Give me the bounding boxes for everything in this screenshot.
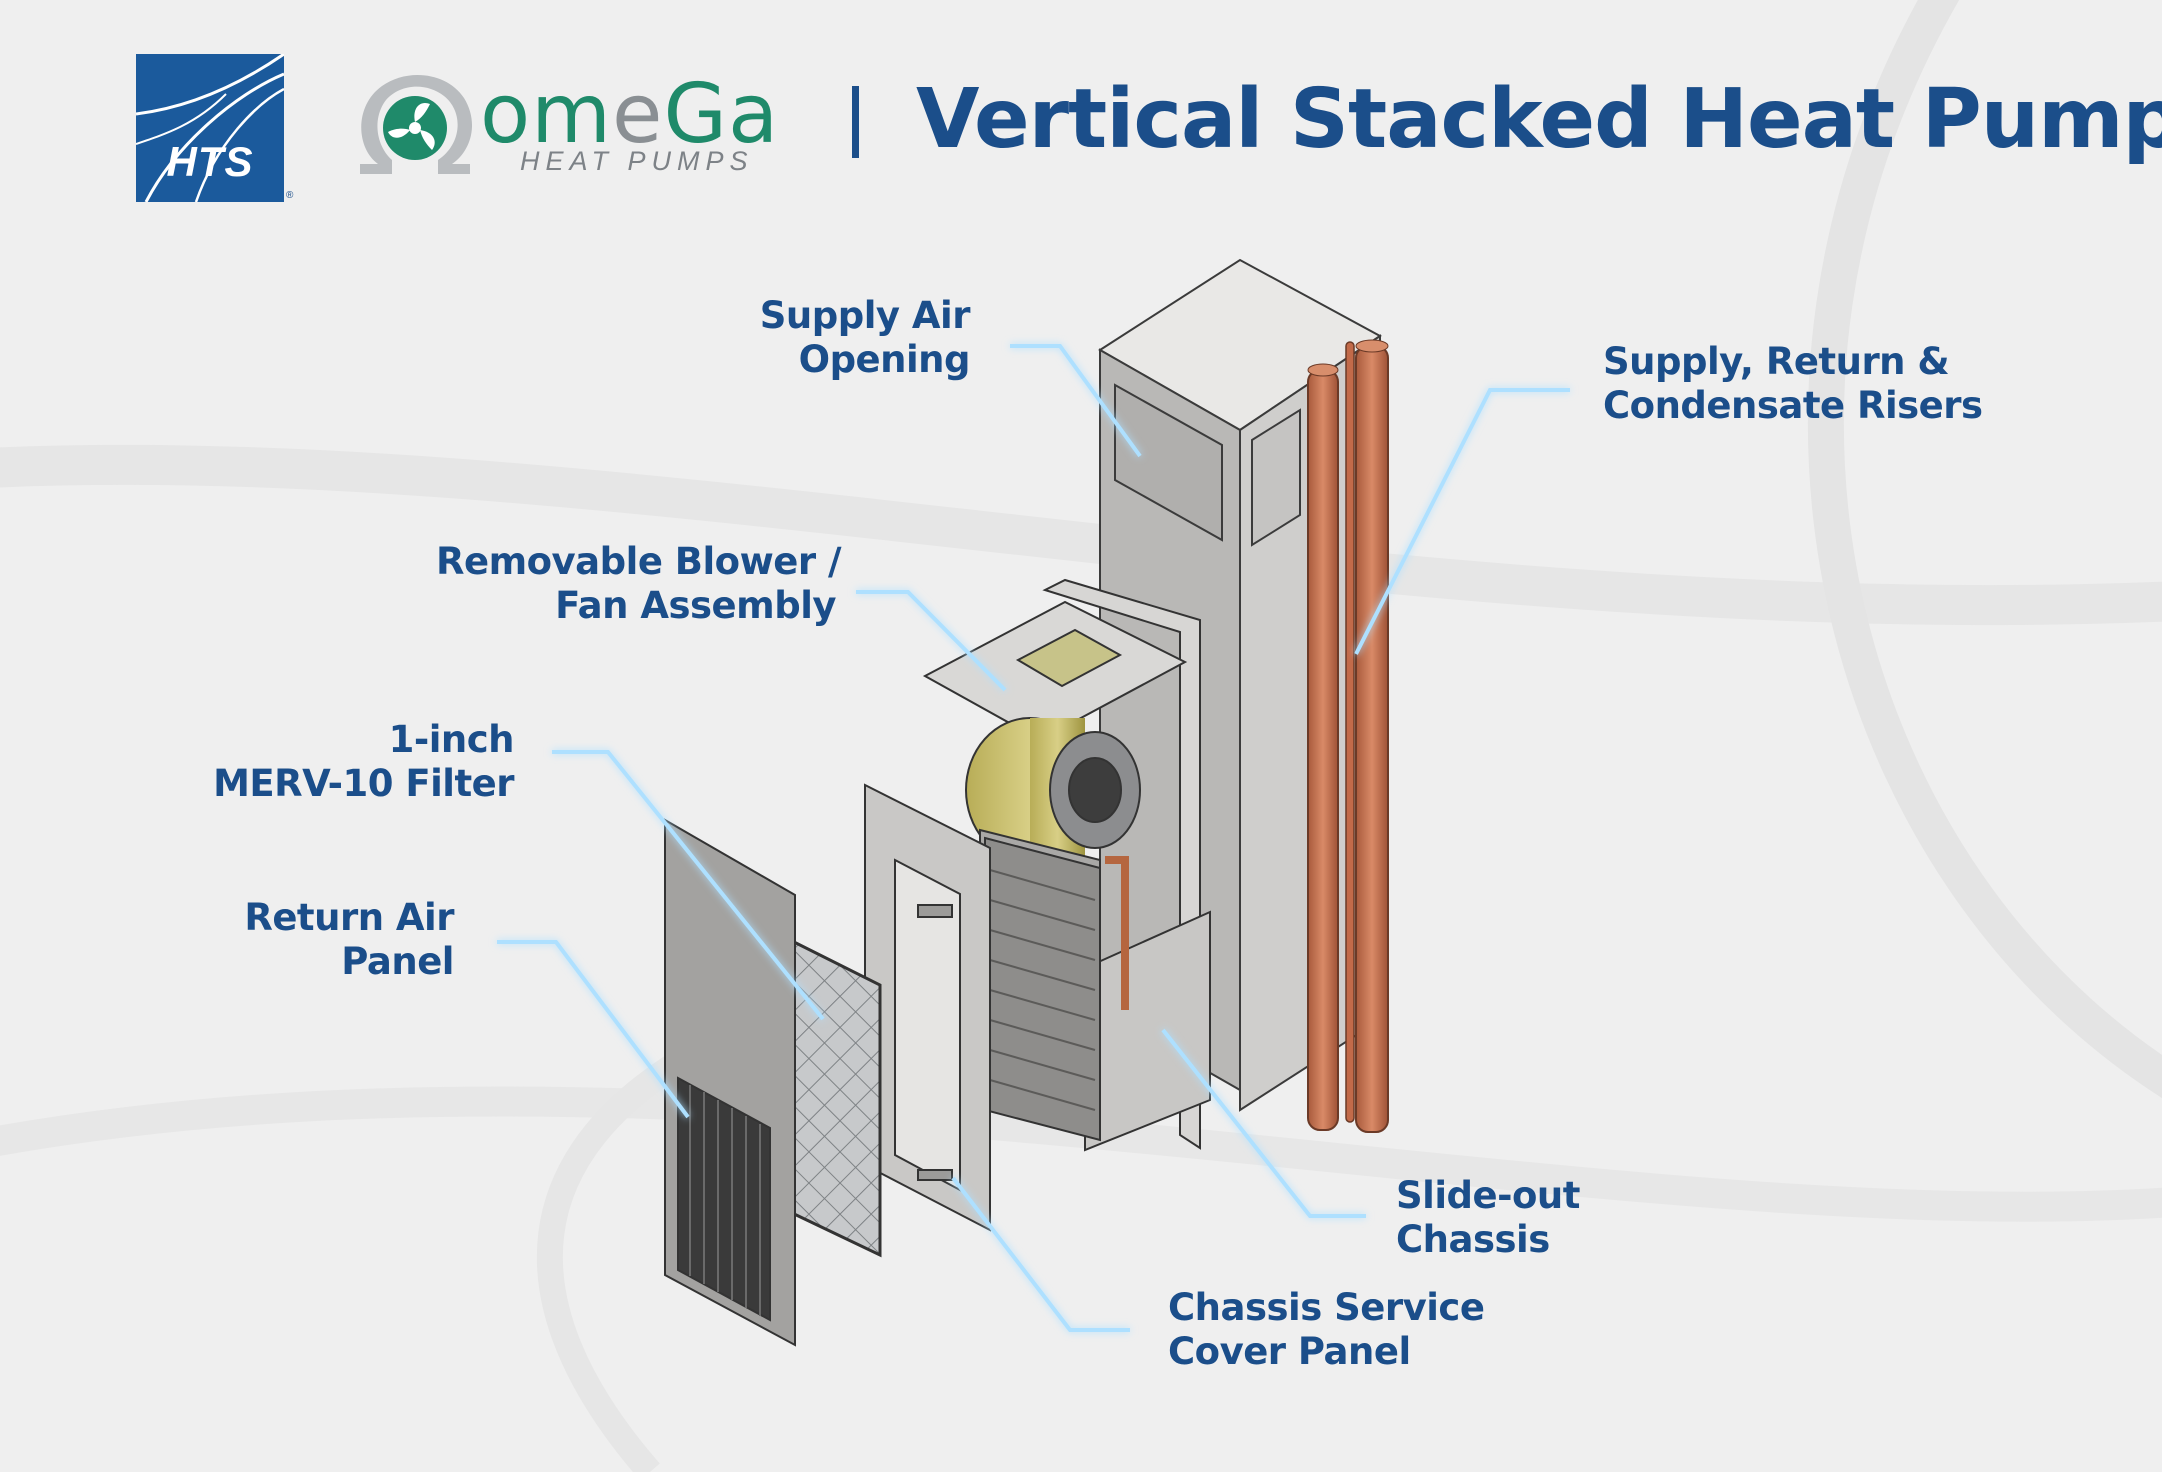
omega-word-start: om xyxy=(480,67,613,162)
omega-word-end: Ga xyxy=(663,67,780,162)
leader-lines xyxy=(497,344,1570,1332)
label-return-panel-line2: Panel xyxy=(341,940,454,983)
label-risers-line1: Supply, Return & xyxy=(1603,340,1950,383)
label-slide-out-chassis: Slide-out Chassis xyxy=(1396,1174,1580,1262)
label-return-panel-line1: Return Air xyxy=(244,896,454,939)
hts-logo-text: HTS xyxy=(166,138,254,185)
registered-mark: ® xyxy=(286,190,294,201)
merv-filter xyxy=(788,937,882,1258)
risers xyxy=(1307,339,1389,1133)
header: HTS ® omeGa HEAT PUMPS Vertical Stacked … xyxy=(0,0,2162,230)
label-chassis-cover-line2: Cover Panel xyxy=(1168,1330,1411,1373)
label-risers: Supply, Return & Condensate Risers xyxy=(1603,340,1983,428)
label-filter-line2: MERV-10 Filter xyxy=(213,762,514,805)
label-supply-air-line1: Supply Air xyxy=(759,294,971,337)
label-merv-filter: 1-inch MERV-10 Filter xyxy=(212,718,514,806)
cabinet xyxy=(1098,258,1382,1112)
omega-fan-icon xyxy=(360,74,473,174)
label-supply-air-opening: Supply Air Opening xyxy=(740,294,971,382)
omega-wordmark: omeGa xyxy=(480,70,779,160)
omega-subtitle: HEAT PUMPS xyxy=(520,146,754,176)
hts-logo: HTS xyxy=(135,52,285,203)
label-slide-out-line2: Chassis xyxy=(1396,1218,1550,1261)
return-air-panel xyxy=(664,818,796,1347)
label-blower-line1: Removable Blower / xyxy=(436,540,842,583)
label-return-air-panel: Return Air Panel xyxy=(212,896,454,984)
omega-word-e: e xyxy=(612,67,664,162)
label-blower-line2: Fan Assembly xyxy=(555,584,836,627)
slide-out-chassis xyxy=(979,828,1211,1152)
page-title: Vertical Stacked Heat Pump xyxy=(916,72,2162,167)
label-blower-assembly: Removable Blower / Fan Assembly xyxy=(436,540,842,628)
header-separator xyxy=(852,86,859,158)
chassis-cover-panel xyxy=(864,783,991,1232)
hts-logo-icon xyxy=(135,52,285,203)
label-chassis-cover-panel: Chassis Service Cover Panel xyxy=(1168,1286,1485,1374)
label-supply-air-line2: Opening xyxy=(798,338,971,381)
omega-logo: omeGa HEAT PUMPS xyxy=(352,66,792,186)
label-slide-out-line1: Slide-out xyxy=(1396,1174,1580,1217)
label-risers-line2: Condensate Risers xyxy=(1603,384,1983,427)
label-filter-line1: 1-inch xyxy=(388,718,515,761)
label-chassis-cover-line1: Chassis Service xyxy=(1168,1286,1485,1329)
